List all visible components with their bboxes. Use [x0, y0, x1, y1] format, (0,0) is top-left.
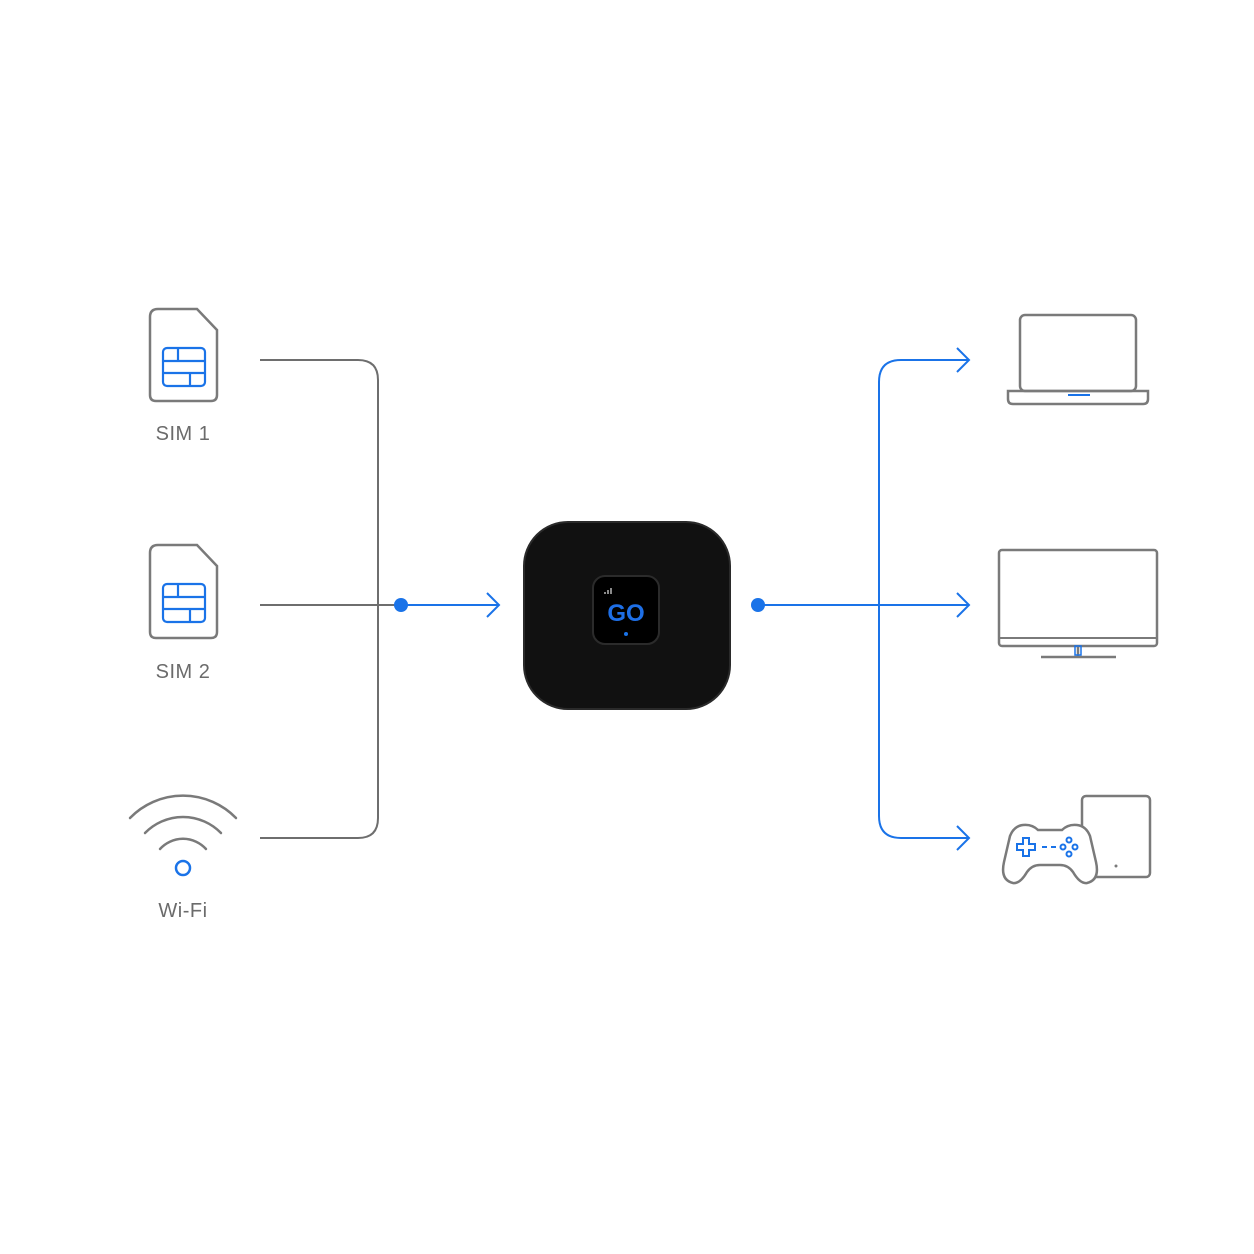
input-label-sim1: SIM 1	[155, 423, 211, 445]
output-connector-lines	[751, 347, 971, 851]
device-screen-text: GO	[607, 600, 644, 627]
input-arrow	[394, 592, 501, 618]
signal-bars-icon	[604, 588, 612, 594]
router-device: GO	[523, 521, 731, 710]
input-label-wifi: Wi-Fi	[158, 900, 208, 922]
sim-card-icon	[148, 543, 219, 640]
input-connector-lines	[260, 359, 400, 839]
status-led	[624, 632, 628, 636]
sim-card-icon	[148, 307, 219, 403]
wifi-icon	[128, 794, 238, 877]
tv-monitor-icon	[997, 548, 1159, 659]
input-label-sim2: SIM 2	[155, 661, 211, 683]
game-console-icon	[1001, 794, 1152, 885]
laptop-icon	[1006, 313, 1150, 406]
